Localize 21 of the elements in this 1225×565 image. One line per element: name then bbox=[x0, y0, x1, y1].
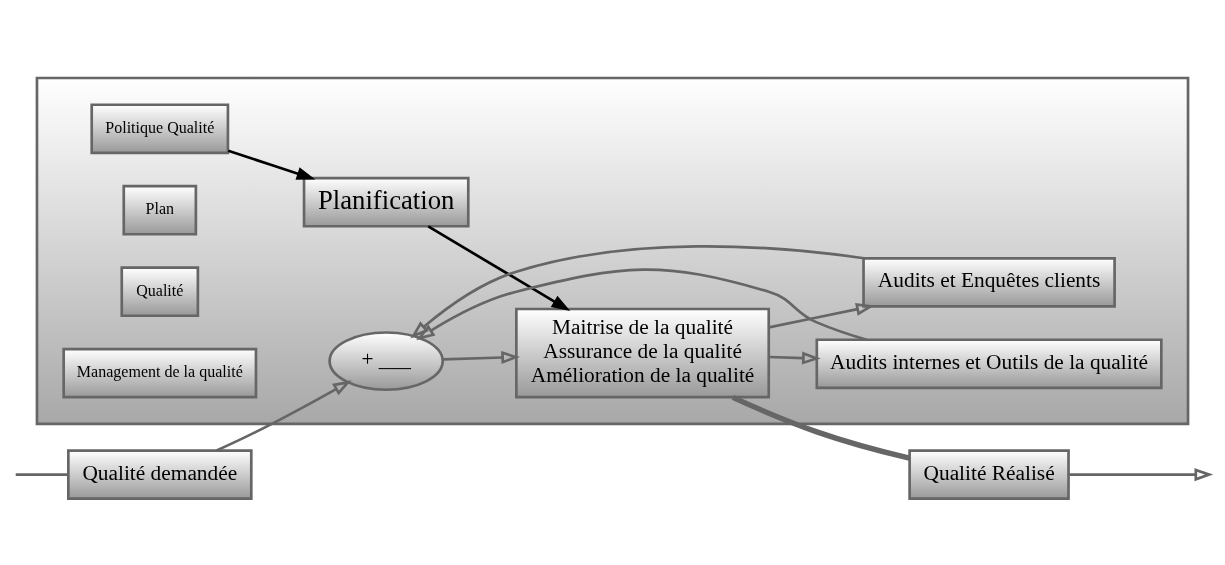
node-box: Qualité Réalisé bbox=[908, 448, 1070, 500]
node-box: Audits internes et Outils de la qualité bbox=[815, 337, 1163, 389]
arrow bbox=[410, 244, 865, 338]
node-box: Politique Qualité bbox=[90, 102, 230, 154]
arrow bbox=[1068, 467, 1214, 481]
arrow bbox=[768, 302, 875, 329]
arrow bbox=[427, 224, 571, 311]
arrow bbox=[443, 350, 520, 364]
node-box: Management de la qualité bbox=[62, 347, 258, 398]
node-box: Audits et Enquêtes clients bbox=[862, 256, 1116, 308]
cluster bbox=[35, 76, 1190, 425]
node-box: Qualité bbox=[120, 265, 200, 317]
arrow bbox=[227, 149, 316, 180]
node-box: Maitrise de la qualité Assurance de la qualité Amélioration de la qualité bbox=[515, 307, 771, 398]
node-box: Planification bbox=[302, 176, 470, 228]
arrow bbox=[416, 267, 867, 341]
arrow bbox=[768, 350, 821, 365]
node-ellipse: + ___ bbox=[328, 330, 445, 391]
node-box: Qualité demandée bbox=[67, 448, 253, 500]
connector bbox=[15, 472, 69, 476]
node-box: Plan bbox=[122, 184, 198, 236]
